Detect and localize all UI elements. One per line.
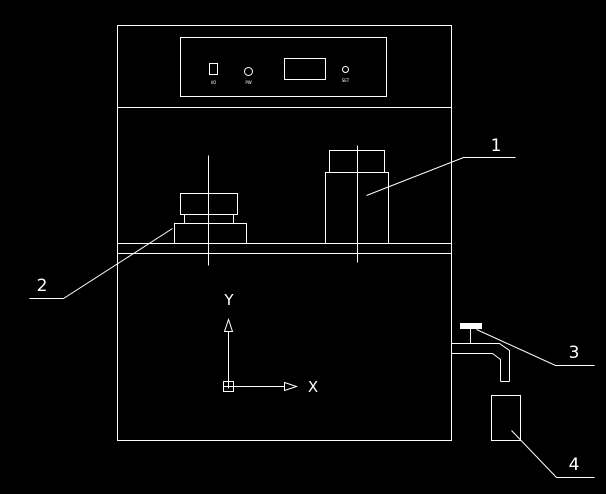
indicator-lamp-icon: [244, 67, 253, 76]
digital-display: [284, 58, 326, 80]
indicator-lamp-label: PW: [245, 80, 251, 85]
callout-1: 1: [491, 136, 502, 156]
coordinate-axes: Y X: [223, 291, 318, 396]
callout-3: 3: [569, 343, 580, 363]
y-axis-label: Y: [223, 291, 234, 309]
adjust-knob-icon: [342, 66, 349, 73]
leader-3: [476, 329, 595, 366]
cabinet-outline: [117, 25, 452, 441]
y-axis-arrow-icon: [223, 317, 234, 332]
component-4-collection-box: [491, 395, 521, 441]
power-switch-label: I/O: [211, 80, 217, 85]
x-axis-arrow-icon: [284, 381, 299, 392]
leader-2: [29, 228, 173, 299]
control-panel: I/O PW SET: [180, 37, 387, 97]
leader-1: [366, 157, 516, 196]
callout-2: 2: [37, 276, 48, 296]
leader-lines: [29, 157, 595, 478]
component-2-fixture: [174, 155, 247, 266]
power-switch-icon: [209, 63, 218, 75]
callout-4: 4: [569, 455, 580, 475]
shelf: [117, 243, 452, 254]
component-1-container: [325, 145, 389, 263]
component-3-drain-valve: [451, 323, 510, 382]
adjust-knob-label: SET: [342, 78, 350, 83]
x-axis-label: X: [308, 378, 318, 396]
control-panel-frame: [180, 37, 387, 97]
leader-4: [511, 430, 595, 478]
